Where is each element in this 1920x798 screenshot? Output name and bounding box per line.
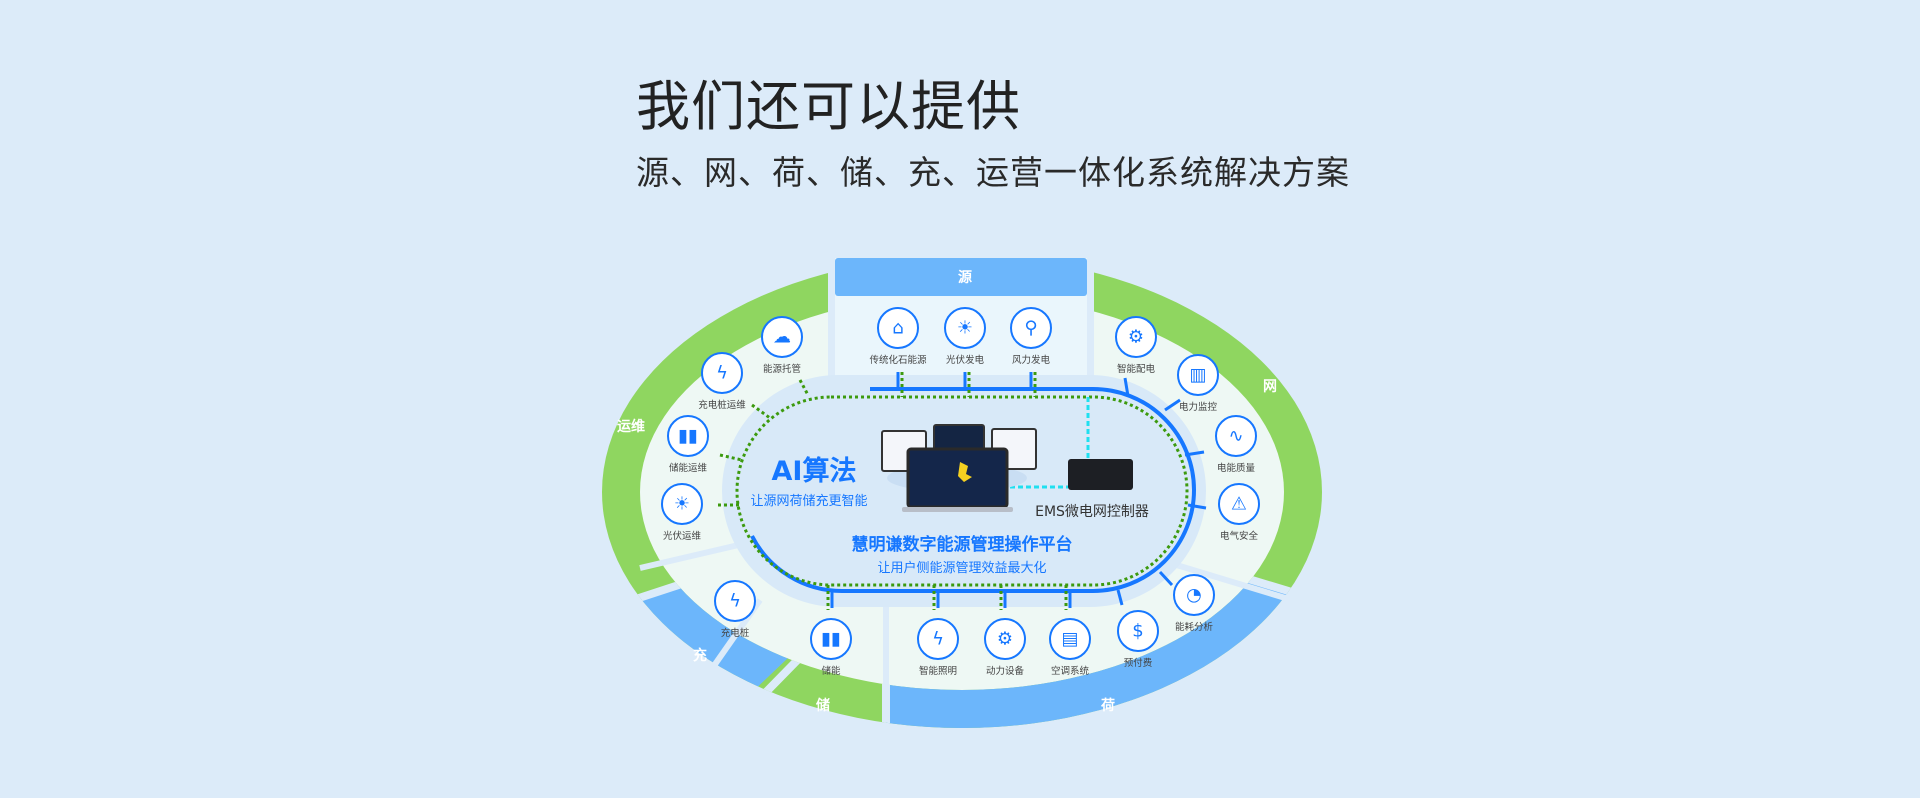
- node-circle: [667, 415, 709, 457]
- node-circle: [984, 618, 1026, 660]
- battery-icon: ▮▮: [678, 426, 698, 447]
- node-grid: ⚠ 电气安全: [1218, 483, 1260, 542]
- node-source: ⌂ 传统化石能源: [869, 307, 927, 366]
- page-title: 我们还可以提供: [636, 75, 1021, 138]
- node-label: 智能照明: [919, 665, 957, 677]
- air-conditioner-icon: ▤: [1061, 629, 1078, 650]
- band-label-storage: 储: [815, 697, 830, 714]
- data-bus-line: [735, 395, 1189, 587]
- node-label: 预付费: [1124, 657, 1153, 669]
- node-circle: [944, 307, 986, 349]
- node-source: ☀ 光伏发电: [944, 307, 986, 366]
- node-grid: ▥ 电力监控: [1177, 354, 1219, 413]
- band-label-source: 源: [958, 269, 972, 286]
- node-ops: ϟ 充电桩运维: [698, 352, 746, 411]
- platform-subtitle: 让用户侧能源管理效益最大化: [877, 560, 1046, 576]
- node-circle: [1173, 574, 1215, 616]
- prepay-icon: $: [1132, 621, 1143, 642]
- ai-subtitle: 让源网荷储充更智能: [750, 493, 867, 509]
- node-load: ϟ 智能照明: [917, 618, 959, 677]
- node-label: 充电桩运维: [698, 399, 746, 411]
- platform-title: 慧明谦数字能源管理操作平台: [852, 534, 1073, 555]
- node-circle: [701, 352, 743, 394]
- node-circle: [810, 618, 852, 660]
- hand-cloud-icon: ☁: [773, 327, 791, 348]
- solar-panel-icon: ☀: [674, 494, 690, 515]
- node-circle: [1215, 415, 1257, 457]
- alarm-bell-icon: ⚠: [1231, 494, 1247, 515]
- platform-screens: [881, 424, 1037, 512]
- ems-controller-box: [1068, 459, 1133, 490]
- node-load: $ 预付费: [1117, 610, 1159, 669]
- node-label: 光伏运维: [663, 530, 702, 542]
- node-source: ⚲ 风力发电: [1010, 307, 1052, 366]
- data-ticks: [718, 372, 1068, 610]
- waveform-monitor-icon: ∿: [1228, 426, 1243, 447]
- node-label: 传统化石能源: [869, 354, 927, 366]
- node-label: 电能质量: [1217, 462, 1256, 474]
- motor-icon: ⚙: [997, 629, 1013, 650]
- node-circle: [761, 316, 803, 358]
- node-ops: ☀ 光伏运维: [661, 483, 703, 542]
- node-label: 能耗分析: [1175, 621, 1214, 633]
- node-label: 动力设备: [986, 665, 1025, 677]
- node-circle: [1218, 483, 1260, 525]
- node-label: 空调系统: [1051, 665, 1090, 677]
- band-label-ops: 运维: [617, 418, 645, 435]
- node-circle: [1115, 316, 1157, 358]
- wind-turbine-icon: ⚲: [1024, 318, 1037, 339]
- node-load: ◔ 能耗分析: [1173, 574, 1215, 633]
- band-label-grid: 网: [1263, 379, 1277, 395]
- charging-pile-icon: ϟ: [716, 363, 728, 384]
- band-label-load: 荷: [1100, 697, 1115, 714]
- node-circle: [917, 618, 959, 660]
- node-load: ⚙ 动力设备: [984, 618, 1026, 677]
- node-circle: [877, 307, 919, 349]
- node-label: 智能配电: [1117, 363, 1156, 375]
- ai-title: AI算法: [772, 455, 857, 487]
- battery-icon: ▮▮: [821, 629, 841, 650]
- node-label: 能源托管: [763, 363, 801, 375]
- node-circle: [1010, 307, 1052, 349]
- node-label: 电力监控: [1179, 401, 1218, 413]
- node-circle: [714, 580, 756, 622]
- node-circle: [1177, 354, 1219, 396]
- node-ops: ▮▮ 储能运维: [667, 415, 709, 474]
- node-grid: ⚙ 智能配电: [1115, 316, 1157, 375]
- node-load: ▤ 空调系统: [1049, 618, 1091, 677]
- solar-panel-icon: ☀: [957, 318, 973, 339]
- node-circle: [1049, 618, 1091, 660]
- node-storage: ▮▮ 储能: [810, 618, 852, 677]
- node-circle: [1117, 610, 1159, 652]
- node-grid: ∿ 电能质量: [1215, 415, 1257, 474]
- power-bus-line: [750, 387, 1196, 594]
- chart-analysis-icon: ◔: [1186, 585, 1202, 606]
- node-charging: ϟ 充电桩: [714, 580, 756, 639]
- page-subtitle: 源、网、荷、储、充、运营一体化系统解决方案: [636, 153, 1350, 192]
- node-ops: ☁ 能源托管: [761, 316, 803, 375]
- band-label-charging: 充: [693, 647, 707, 664]
- laptop-screen: [906, 447, 1009, 509]
- monitor-gear-icon: ⚙: [1128, 327, 1144, 348]
- charging-pile-icon: ϟ: [729, 591, 741, 612]
- controller-label: EMS微电网控制器: [1035, 504, 1149, 520]
- node-label: 储能运维: [669, 462, 708, 474]
- band-source: [835, 258, 1087, 296]
- power-plant-icon: ⌂: [892, 318, 903, 339]
- node-label: 储能: [821, 665, 841, 677]
- bulb-icon: ϟ: [932, 629, 944, 650]
- node-label: 光伏发电: [946, 354, 985, 366]
- node-label: 风力发电: [1012, 354, 1051, 366]
- node-label: 电气安全: [1220, 530, 1259, 542]
- node-circle: [661, 483, 703, 525]
- building-power-icon: ▥: [1189, 365, 1206, 386]
- bus-ticks: [830, 372, 1207, 608]
- node-label: 充电桩: [721, 627, 750, 639]
